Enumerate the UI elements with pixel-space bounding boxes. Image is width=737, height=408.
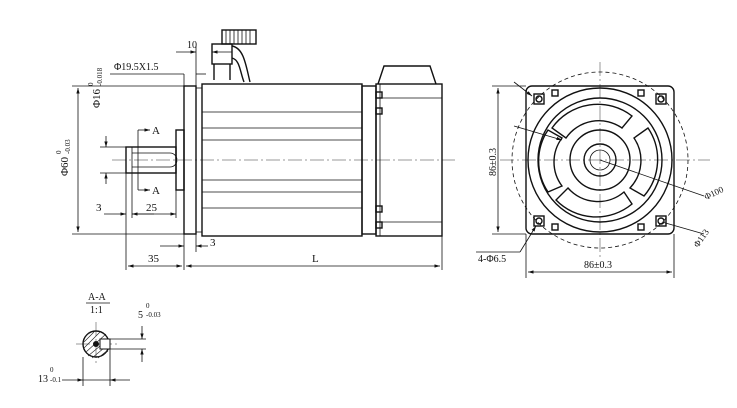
svg-text:0: 0	[55, 150, 63, 154]
svg-text:0: 0	[87, 82, 95, 86]
svg-text:0: 0	[146, 302, 150, 310]
dim-3-flange: 3	[210, 237, 216, 249]
svg-text:-0.03: -0.03	[146, 311, 161, 319]
dim-5: 5 0 -0.03	[138, 302, 161, 321]
section-mark-top: A	[152, 125, 160, 137]
svg-text:-0.018: -0.018	[96, 67, 104, 86]
flange	[175, 85, 203, 235]
svg-text:0: 0	[50, 366, 54, 374]
connector	[211, 29, 257, 83]
dim-dia-100: Φ100	[703, 184, 726, 202]
svg-text:-0.03: -0.03	[64, 139, 72, 154]
svg-text:5: 5	[138, 310, 143, 321]
encoder-cover	[375, 65, 443, 237]
dim-86-width: 86±0.3	[584, 260, 612, 271]
dim-25: 25	[146, 202, 158, 214]
dim-35: 35	[148, 253, 160, 265]
side-view: A A Φ60 0 -0.03 Φ16 0 -0.018 10 Φ19.5X1.…	[55, 29, 455, 270]
section-a-a: A-A 1:1 5 0 -0.03	[38, 292, 161, 386]
svg-text:-0.1: -0.1	[50, 376, 62, 384]
motor-body	[201, 83, 377, 237]
dim-3-left: 3	[96, 202, 102, 214]
dim-13: 13 0 -0.1	[38, 366, 62, 385]
dim-top-10: 10	[187, 40, 197, 51]
mounting-holes	[533, 89, 667, 231]
dim-dia-113: Φ113	[691, 227, 711, 249]
svg-text:13: 13	[38, 374, 48, 385]
dim-L: L	[312, 253, 319, 265]
svg-text:Φ60: Φ60	[59, 156, 71, 176]
section-scale: 1:1	[90, 305, 103, 316]
dim-dia-60: Φ60 0 -0.03	[55, 139, 72, 176]
dim-hole: 4-Φ6.5	[478, 254, 506, 265]
dim-dia-19-5: Φ19.5X1.5	[114, 62, 159, 73]
dim-dia-16: Φ16 0 -0.018	[87, 67, 104, 108]
svg-text:Φ16: Φ16	[91, 88, 103, 108]
section-mark-bottom: A	[152, 185, 160, 197]
front-view: Φ100 Φ113 4-Φ6.5 86±0.3 86±0.3	[476, 62, 725, 278]
section-title: A-A	[88, 292, 107, 303]
dim-86-height: 86±0.3	[488, 148, 499, 176]
